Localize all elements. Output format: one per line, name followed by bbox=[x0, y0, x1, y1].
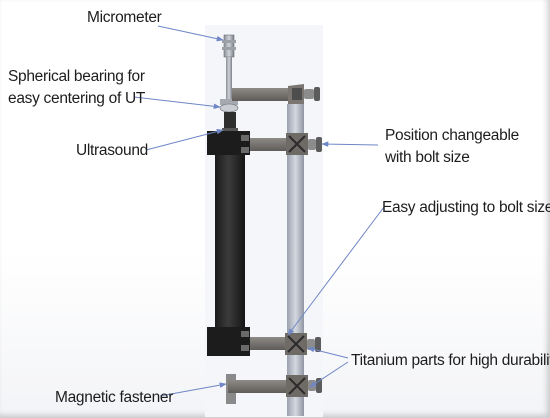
lower-clamp-arm bbox=[250, 333, 321, 355]
arrow-ultrasound bbox=[145, 128, 224, 151]
upper-clamp-arm bbox=[250, 133, 322, 155]
bolt-body bbox=[207, 131, 250, 356]
label-spherical-bearing-line2: easy centering of UT bbox=[8, 90, 146, 107]
label-position-changeable-line1: Position changeable bbox=[385, 127, 519, 144]
label-micrometer: Micrometer bbox=[87, 9, 162, 26]
label-ultrasound: Ultrasound bbox=[76, 142, 148, 159]
arrow-magnetic-fastener bbox=[159, 382, 227, 397]
label-easy-adjusting: Easy adjusting to bolt size bbox=[382, 199, 550, 216]
arrow-spherical-bearing bbox=[133, 96, 221, 110]
label-spherical-bearing-line1: Spherical bearing for bbox=[8, 68, 145, 85]
label-magnetic-fastener: Magnetic fastener bbox=[55, 389, 174, 406]
micrometer-part bbox=[222, 34, 236, 99]
callout-arrows bbox=[133, 25, 385, 397]
ultrasound-probe bbox=[222, 112, 238, 132]
label-titanium-parts: Titanium parts for high durability bbox=[351, 352, 550, 369]
arrow-titanium-lower bbox=[309, 361, 349, 388]
label-position-changeable-line2: with bolt size bbox=[385, 149, 470, 166]
arrow-micrometer bbox=[157, 25, 224, 42]
arrow-position-changeable bbox=[321, 141, 379, 147]
top-clamp-arm bbox=[232, 84, 320, 104]
arrow-easy-adjusting bbox=[287, 206, 385, 336]
arrow-titanium-upper bbox=[307, 346, 349, 359]
